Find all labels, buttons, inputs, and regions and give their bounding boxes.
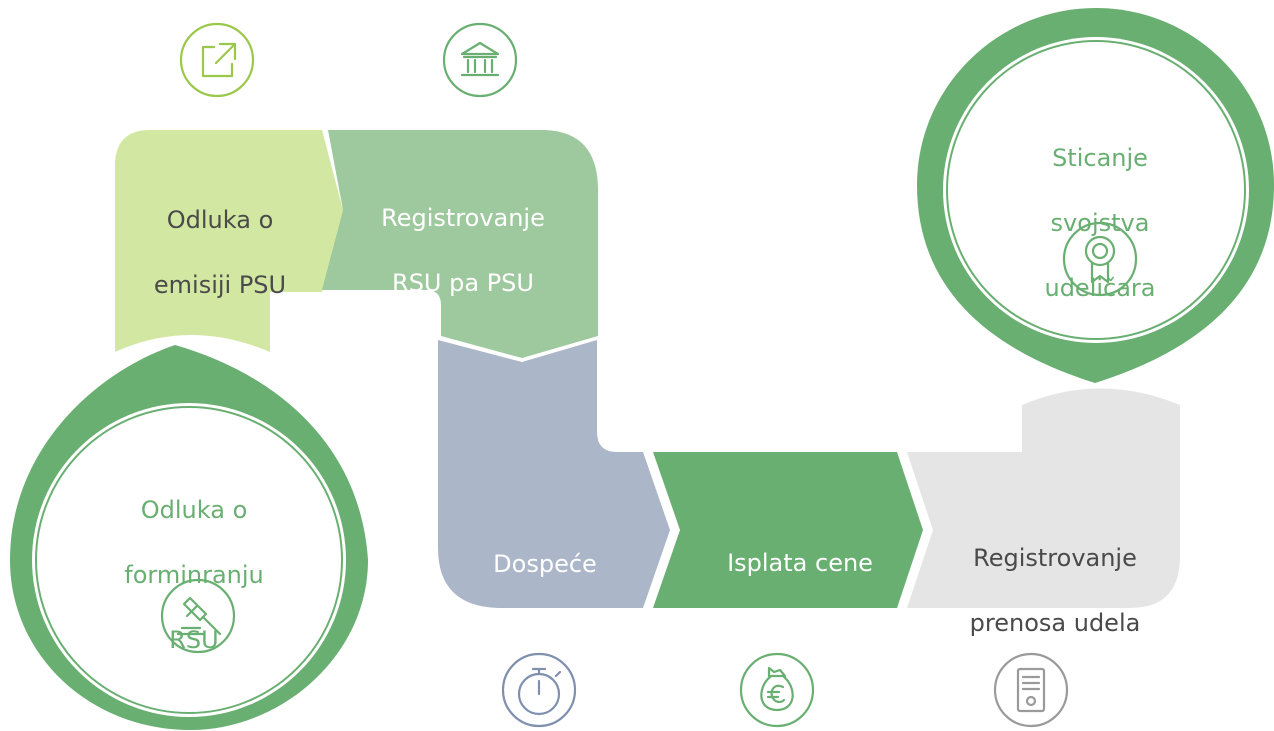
step-registrovanje-rsu-label: Registrovanje RSU pa PSU bbox=[358, 170, 568, 332]
step-registrovanje-prenosa-shape bbox=[907, 388, 1180, 608]
step-sticanje-line-1: Sticanje bbox=[1052, 144, 1148, 173]
bank-icon bbox=[442, 22, 518, 98]
step-registrovanje-prenosa-label: Registrovanje prenosa udela bbox=[940, 510, 1170, 672]
stopwatch-icon bbox=[501, 652, 577, 728]
step-dospece-label: Dospeće bbox=[470, 516, 620, 613]
step-odluka-formiranju-line-2: forminranju bbox=[124, 561, 264, 590]
step-sticanje-line-3: udeličara bbox=[1044, 273, 1156, 302]
step-registrovanje-prenosa-line-1: Registrovanje bbox=[973, 544, 1137, 573]
step-registrovanje-prenosa-line-2: prenosa udela bbox=[969, 609, 1141, 638]
step-odluka-emisiji-line-1: Odluka o bbox=[166, 206, 274, 235]
step-sticanje-label: Sticanje svojstva udeličara bbox=[1010, 110, 1190, 337]
step-odluka-emisiji-shape bbox=[115, 130, 343, 352]
step-odluka-formiranju-inner bbox=[32, 403, 346, 717]
document-icon bbox=[993, 652, 1069, 728]
gavel-icon bbox=[160, 578, 236, 654]
step-sticanje-inner bbox=[943, 37, 1249, 343]
money-bag-euro-icon bbox=[739, 652, 815, 728]
step-isplata-cene-line-1: Isplata cene bbox=[727, 549, 873, 578]
step-odluka-formiranju-inner-line bbox=[35, 406, 343, 714]
step-registrovanje-rsu-line-1: Registrovanje bbox=[381, 204, 545, 233]
step-odluka-emisiji-label: Odluka o emisiji PSU bbox=[120, 172, 320, 334]
step-sticanje-inner-line bbox=[946, 40, 1246, 340]
external-link-icon bbox=[179, 22, 255, 98]
step-odluka-formiranju-line-3: RSU bbox=[169, 625, 219, 654]
step-registrovanje-rsu-line-2: RSU pa PSU bbox=[392, 269, 534, 298]
step-dospece-shape bbox=[438, 340, 670, 608]
step-odluka-formiranju-label: Odluka o forminranju RSU bbox=[104, 462, 284, 689]
step-odluka-emisiji-line-2: emisiji PSU bbox=[153, 271, 287, 300]
step-dospece-line-1: Dospeće bbox=[493, 550, 597, 579]
step-registrovanje-rsu-shape bbox=[322, 130, 598, 358]
step-sticanje-line-2: svojstva bbox=[1050, 209, 1150, 238]
step-isplata-cene-shape bbox=[653, 452, 923, 608]
step-odluka-formiranju-line-1: Odluka o bbox=[140, 496, 248, 525]
step-isplata-cene-label: Isplata cene bbox=[700, 515, 900, 612]
award-icon bbox=[1062, 221, 1138, 297]
